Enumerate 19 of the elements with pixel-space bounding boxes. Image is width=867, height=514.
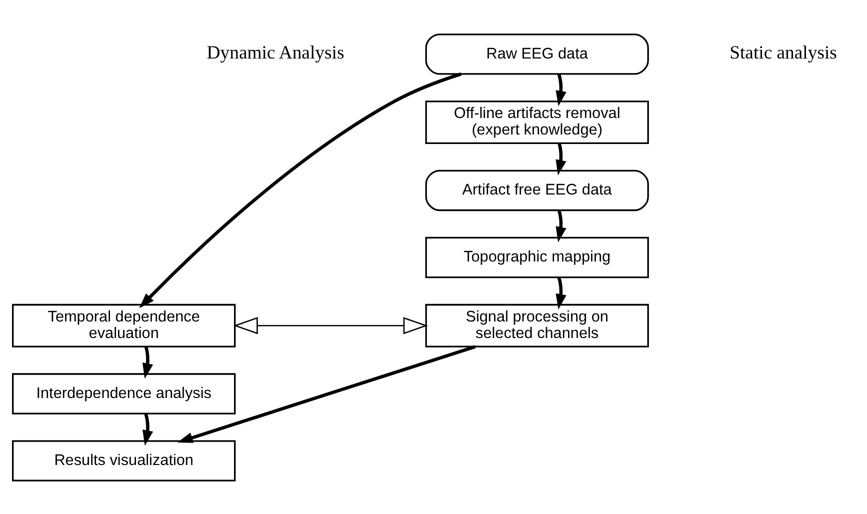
arrow xyxy=(556,73,566,106)
node-box: Raw EEG data xyxy=(425,33,649,74)
arrow xyxy=(556,142,566,175)
label: Static analysis xyxy=(730,42,837,64)
arrow xyxy=(139,72,462,308)
node-box: Off-line artifacts removal (expert knowledge) xyxy=(425,100,649,144)
arrow xyxy=(177,344,476,442)
arrow xyxy=(556,276,566,310)
node-box: Signal processing on selected channels xyxy=(425,303,649,347)
label: Dynamic Analysis xyxy=(206,42,344,64)
arrow xyxy=(142,346,154,378)
node-box: Artifact free EEG data xyxy=(425,169,649,211)
node-box: Results visualization xyxy=(12,440,236,481)
arrow xyxy=(233,316,428,334)
arrow xyxy=(142,412,154,446)
node-box: Temporal dependence evaluation xyxy=(12,303,236,347)
node-box: Topographic mapping xyxy=(425,236,649,278)
arrow xyxy=(556,209,566,242)
node-box: Interdependence analysis xyxy=(12,372,236,414)
